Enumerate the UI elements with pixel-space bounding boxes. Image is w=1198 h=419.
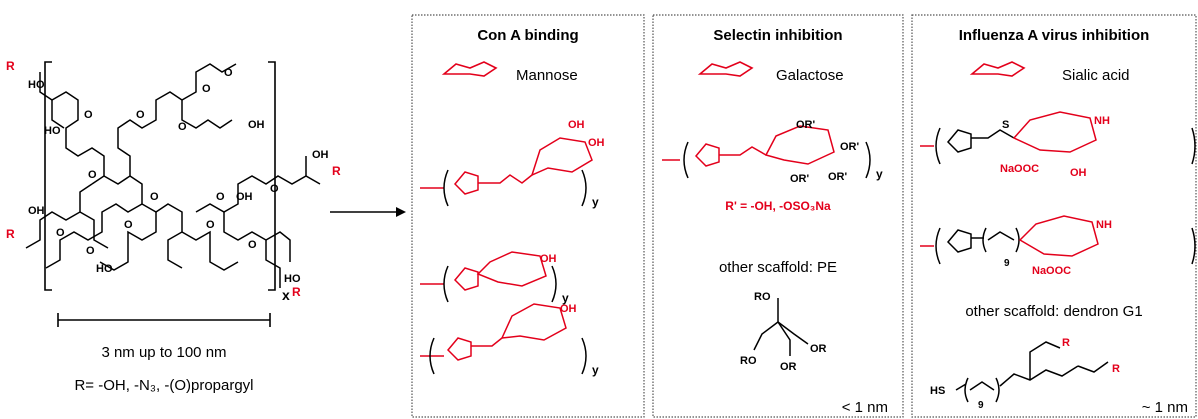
ether-o-label: O: [88, 169, 97, 181]
ether-o-label: O: [216, 191, 225, 203]
panel-title: Influenza A virus inhibition: [959, 27, 1150, 44]
repeat-y-label: y: [876, 167, 883, 181]
sugar-ring-icon: [443, 61, 497, 77]
panel-title: Selectin inhibition: [713, 27, 842, 44]
thiol-label: HS: [930, 385, 945, 397]
ether-o-label: O: [56, 227, 65, 239]
hydroxyl-label: OH: [28, 205, 45, 217]
sugar-name: Mannose: [516, 67, 578, 84]
ether-o-label: O: [136, 109, 145, 121]
sialic-conjugate-1: S NaOOC NH OH: [920, 111, 1196, 179]
ether-o-label: O: [86, 245, 95, 257]
r-group-label: R: [1112, 363, 1120, 375]
sugar-ring-icon: [699, 61, 753, 77]
or-prime-label: OR': [840, 141, 860, 153]
size-note: ~ 1 nm: [1142, 399, 1188, 416]
left-bracket: [44, 61, 52, 291]
hydroxyl-label: OH: [540, 253, 557, 265]
panel-title: Con A binding: [477, 27, 578, 44]
r-prime-definition: R' = -OH, -OSO₃Na: [725, 199, 831, 213]
hydroxyl-label: OH: [312, 149, 329, 161]
galactose-conjugate: y OR' OR' OR' OR': [662, 119, 883, 185]
polyglycerol-scaffold: x R R R R HO HO HO OH O: [6, 59, 341, 394]
hydroxyl-label: OH: [248, 119, 265, 131]
hydroxyl-label: HO: [28, 79, 45, 91]
nh-label: NH: [1094, 115, 1110, 127]
repeat-nine-label: 9: [1004, 258, 1010, 269]
repeat-x-label: x: [282, 287, 290, 303]
ether-o-label: O: [270, 183, 279, 195]
hydroxyl-label: OH: [1070, 167, 1087, 179]
ether-o-label: O: [224, 67, 233, 79]
ether-o-label: O: [124, 219, 133, 231]
ether-o-label: O: [178, 121, 187, 133]
repeat-y-label: y: [562, 291, 569, 305]
right-bracket: [268, 61, 276, 291]
or-prime-label: OR': [828, 171, 848, 183]
or-prime-label: OR': [790, 173, 810, 185]
repeat-y-label: y: [592, 363, 599, 377]
dendron-g1-scaffold: HS 9 R R: [930, 337, 1120, 411]
or-prime-label: OR': [796, 119, 816, 131]
r-group-label: R: [6, 227, 15, 241]
hydroxyl-label: HO: [96, 263, 113, 275]
mannose-conjugate-2: y OH: [420, 251, 569, 305]
sugar-name: Galactose: [776, 67, 844, 84]
repeat-nine-label: 9: [978, 400, 984, 411]
size-range-label: 3 nm up to 100 nm: [101, 344, 226, 361]
hydroxyl-label: HO: [284, 273, 301, 285]
size-note: < 1 nm: [842, 399, 888, 416]
panel-influenza: Influenza A virus inhibition Sialic acid…: [911, 14, 1197, 418]
panel-border: [411, 14, 645, 418]
nh-label: NH: [1096, 219, 1112, 231]
ether-o-label: O: [150, 191, 159, 203]
r-group-label: R: [292, 285, 301, 299]
pentaerythritol-scaffold: RO RO OR OR: [740, 291, 827, 373]
sugar-ring-icon: [971, 61, 1025, 77]
ether-o-label: O: [84, 109, 93, 121]
panel-selectin: Selectin inhibition Galactose y OR' OR' …: [652, 14, 904, 418]
naooc-label: NaOOC: [1000, 163, 1039, 175]
mannose-conjugate-1: y OH OH: [420, 119, 605, 209]
ether-o-label: O: [248, 239, 257, 251]
panel-border: [911, 14, 1197, 418]
ro-label: RO: [740, 355, 757, 367]
other-scaffold-label: other scaffold: PE: [719, 259, 837, 276]
r-definition-label: R= -OH, -N₃, -(O)propargyl: [74, 377, 253, 394]
r-group-label: R: [1062, 337, 1070, 349]
reaction-arrow: [330, 207, 406, 217]
r-group-label: R: [6, 59, 15, 73]
hydroxyl-label: OH: [560, 303, 577, 315]
naooc-label: NaOOC: [1032, 265, 1071, 277]
hydroxyl-label: HO: [44, 125, 61, 137]
hydroxyl-label: OH: [568, 119, 585, 131]
panel-con-a: Con A binding Mannose y OH OH y OH: [411, 14, 645, 418]
panel-border: [652, 14, 904, 418]
mannose-conjugate-3: y OH: [420, 303, 599, 377]
ether-o-label: O: [202, 83, 211, 95]
r-group-label: R: [332, 164, 341, 178]
or-label: OR: [810, 343, 827, 355]
hydroxyl-label: OH: [236, 191, 253, 203]
scale-bar: [57, 313, 271, 327]
sulfur-label: S: [1002, 119, 1009, 131]
scaffold-bonds: [25, 63, 321, 288]
other-scaffold-label: other scaffold: dendron G1: [965, 303, 1142, 320]
ro-label: RO: [754, 291, 771, 303]
hydroxyl-label: OH: [588, 137, 605, 149]
repeat-y-label: y: [592, 195, 599, 209]
or-label: OR: [780, 361, 797, 373]
sugar-name: Sialic acid: [1062, 67, 1130, 84]
sialic-conjugate-2: 9 NaOOC NH: [920, 215, 1196, 277]
ether-o-label: O: [206, 219, 215, 231]
